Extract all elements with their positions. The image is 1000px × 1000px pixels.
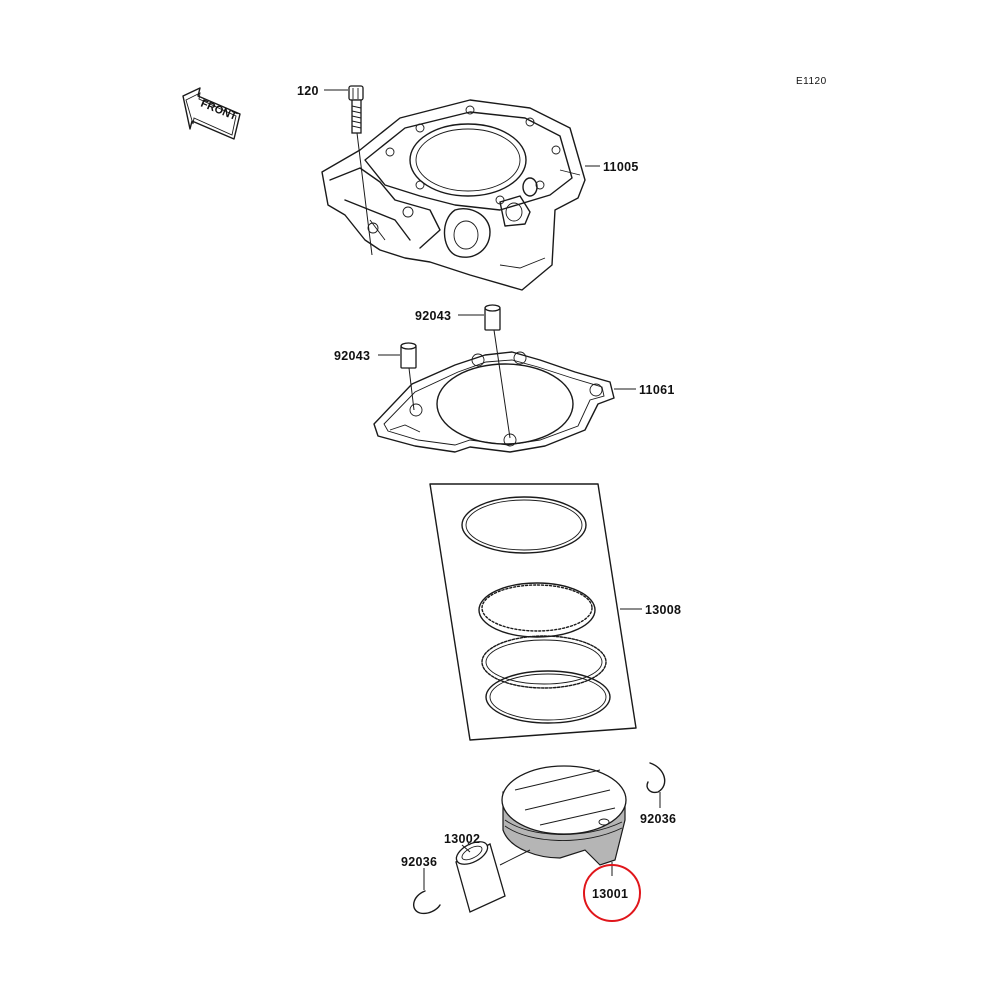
label-dowel-upper: 92043 (415, 309, 451, 323)
cylinder-11005 (321, 99, 586, 291)
label-circlip-left: 92036 (401, 855, 437, 869)
ring-set-13008 (429, 483, 637, 741)
label-dowel-lower: 92043 (334, 349, 370, 363)
label-circlip-right: 92036 (640, 812, 676, 826)
leader-13002 (461, 844, 471, 853)
circlip-right-92036 (646, 762, 666, 808)
bolt-120 (348, 85, 373, 256)
label-bolt: 120 (297, 84, 319, 98)
label-gasket: 11061 (639, 383, 675, 397)
dowel-upper-92043 (484, 304, 511, 439)
piston-13001 (501, 765, 627, 866)
front-arrow-icon: FRONT (182, 87, 241, 140)
front-label: FRONT (199, 98, 239, 123)
circlip-left-92036 (413, 868, 441, 915)
gasket-11061 (373, 351, 615, 453)
label-ring-set: 13008 (645, 603, 681, 617)
dowel-lower-92043 (400, 342, 417, 411)
label-piston-pin: 13002 (444, 832, 480, 846)
highlight-circle (583, 864, 641, 922)
diagram-code: E1120 (796, 76, 827, 87)
label-piston: 13001 (592, 887, 628, 901)
label-cylinder: 11005 (603, 160, 639, 174)
piston-pin-13002 (455, 841, 531, 913)
